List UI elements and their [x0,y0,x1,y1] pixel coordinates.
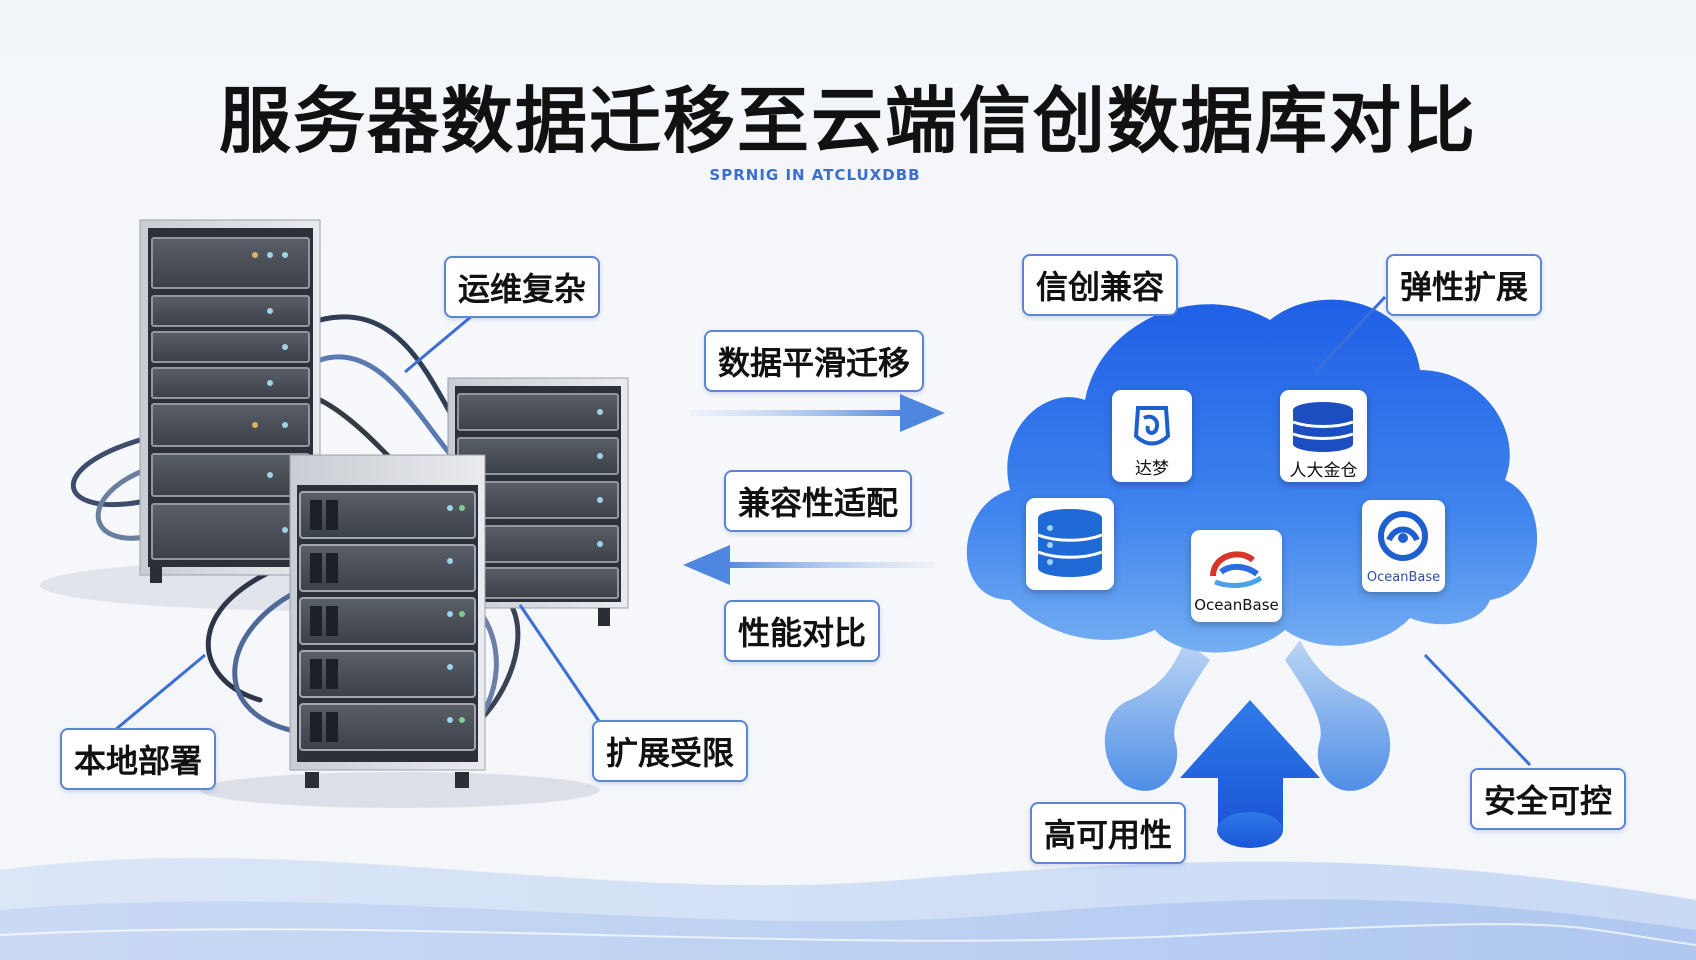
db-name: OceanBase [1366,570,1441,585]
page-subtitle: SPRNIG IN ATCLUXDBB [709,166,921,184]
db-tile-kingbase[interactable]: 人大金仓 [1280,390,1367,482]
label-high-availability: 高可用性 [1030,802,1187,864]
label-scale-limited: 扩展受限 [592,720,749,782]
label-secure-controllable: 安全可控 [1470,768,1627,830]
db-tile-dameng[interactable]: 达梦 [1112,390,1192,482]
page-title: 服务器数据迁移至云端信创数据库对比 [218,79,1477,163]
db-name: 人大金仓 [1289,461,1358,481]
db-tile-oceanbase[interactable]: OceanBase [1191,530,1282,622]
label-local-deploy: 本地部署 [60,728,217,790]
dameng-logo-icon [1133,406,1171,446]
label-elastic-scale: 弹性扩展 [1386,254,1543,316]
database-server-icon [1037,509,1103,577]
label-ops-complex: 运维复杂 [444,256,601,318]
db-tile-server[interactable] [1026,498,1114,590]
label-xinchuang-compat: 信创兼容 [1022,254,1179,316]
db-tile-oceanbase-2[interactable]: OceanBase [1362,500,1445,592]
label-compat-adapt: 兼容性适配 [724,470,913,532]
label-smooth-migration: 数据平滑迁移 [704,330,925,392]
db-name: OceanBase [1194,596,1279,614]
label-perf-compare: 性能对比 [724,600,881,662]
oceanbase-ring-icon [1378,511,1428,561]
db-name: 达梦 [1135,459,1169,479]
database-stack-icon [1292,402,1354,452]
oceanbase-logo-icon [1210,551,1263,588]
